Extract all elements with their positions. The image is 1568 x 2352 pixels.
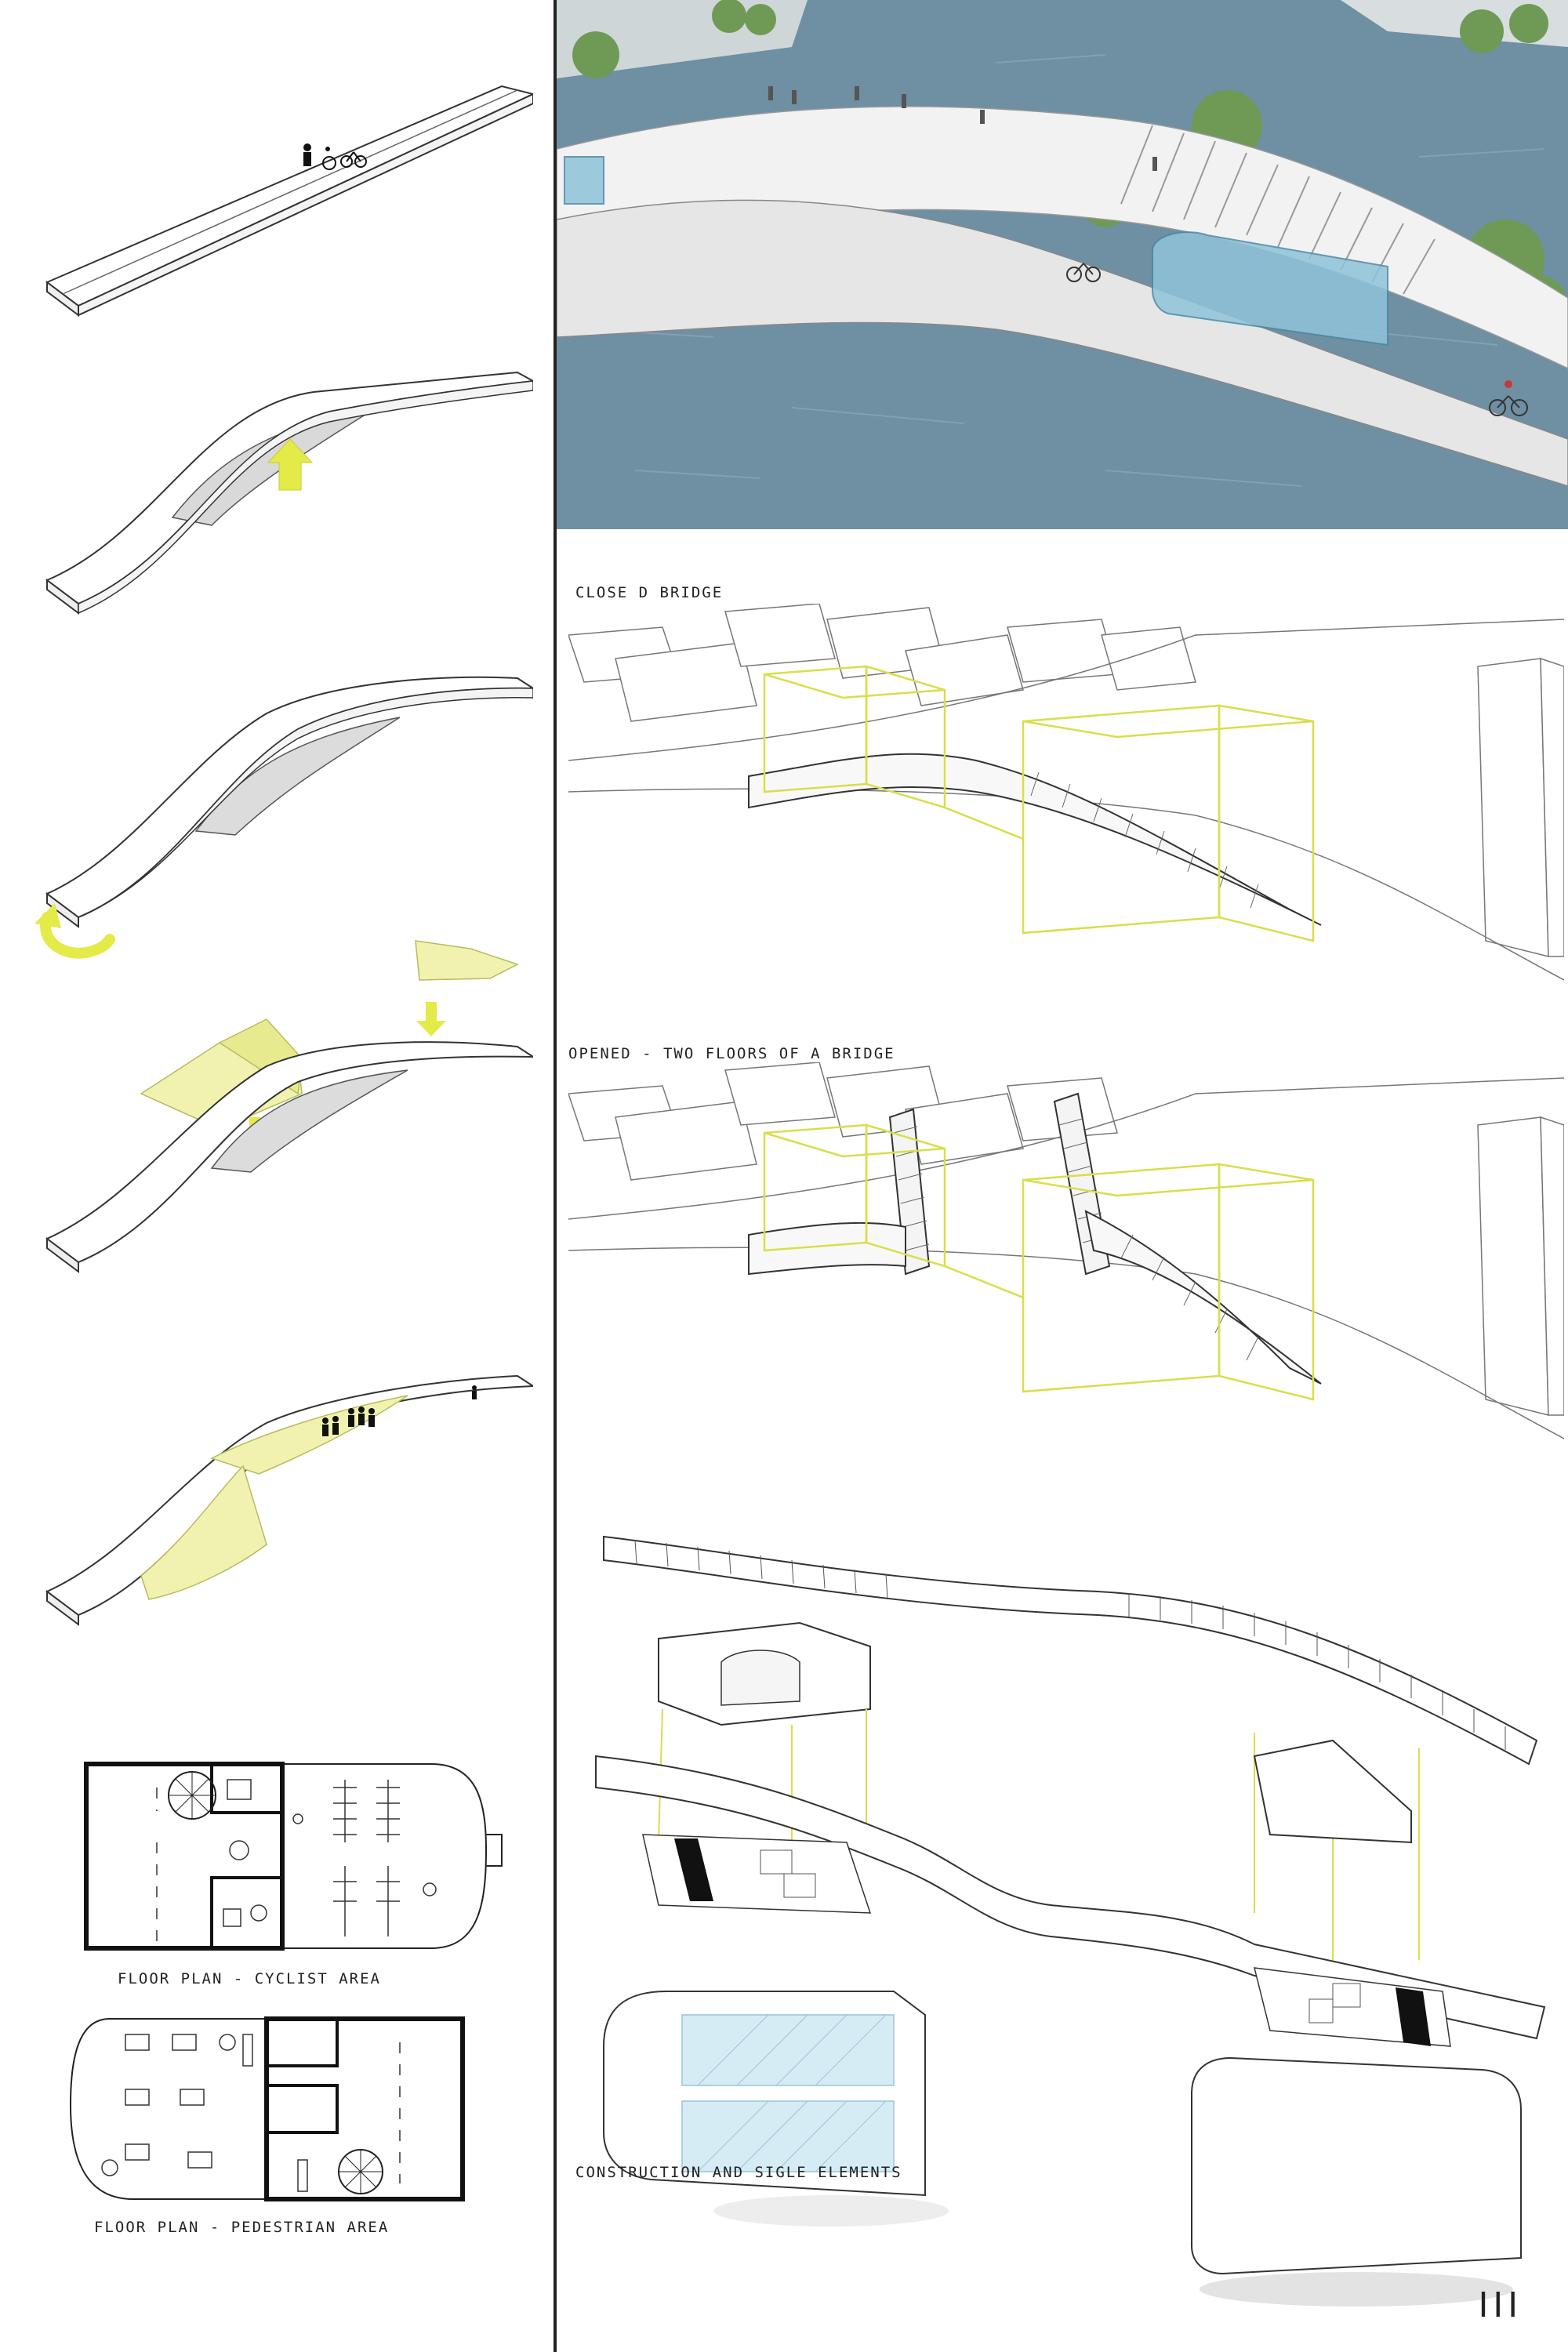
pavilion-box-right [1253, 1739, 1412, 1844]
diagram-step-twist [31, 666, 533, 956]
diagram-step-lift [31, 353, 533, 635]
floor-plan-insert-left [642, 1834, 872, 1914]
cyclist-icon [1066, 263, 1528, 416]
tables-chairs-icon [101, 2034, 308, 2192]
pedestrian-icon [303, 143, 311, 166]
closed-bridge-diagram [568, 604, 1564, 1004]
wheelchair-icon [322, 147, 336, 170]
glass-pavilion-element [603, 1991, 949, 2227]
construction-label: CONSTRUCTION AND SIGLE ELEMENTS [575, 2164, 902, 2181]
furniture-icon [223, 1779, 437, 1927]
down-arrow-icon [416, 1002, 446, 1036]
diagram-step-add-volumes [31, 933, 533, 1278]
diagram-step-flat-deck [31, 71, 533, 337]
bicycle-icon [340, 151, 367, 168]
closed-bridge-label: CLOSE D BRIDGE [575, 584, 724, 601]
column-divider [554, 0, 557, 2352]
spiral-stair-icon [338, 2149, 383, 2194]
spiral-stair-icon [168, 1771, 216, 1820]
diagram-step-final-form [31, 1348, 533, 1631]
floor-plan-pedestrian-label: FLOOR PLAN - PEDESTRIAN AREA [94, 2219, 390, 2236]
rotate-arrow-icon [31, 894, 118, 964]
people-icon [322, 1385, 477, 1436]
bridge-rendering [557, 0, 1568, 529]
page-number: III [1478, 2284, 1523, 2325]
floor-plan-pedestrian[interactable] [63, 2011, 470, 2207]
volume-block-small [415, 940, 519, 981]
floor-plan-insert-right [1254, 1967, 1451, 2047]
bike-rack-icon [333, 1780, 400, 1936]
opened-bridge-label: OPENED - TWO FLOORS OF A BRIDGE [568, 1045, 895, 1062]
construction-exploded-diagram [580, 1505, 1560, 2321]
floor-plan-cyclist[interactable] [78, 1756, 517, 1960]
solid-block-element [1191, 2056, 1522, 2307]
floor-plan-cyclist-label: FLOOR PLAN - CYCLIST AREA [118, 1970, 381, 1987]
people-icon [768, 86, 1157, 171]
up-arrow-icon [267, 438, 314, 491]
pavilion-box-left [658, 1621, 871, 1726]
opened-bridge-diagram [568, 1062, 1564, 1470]
